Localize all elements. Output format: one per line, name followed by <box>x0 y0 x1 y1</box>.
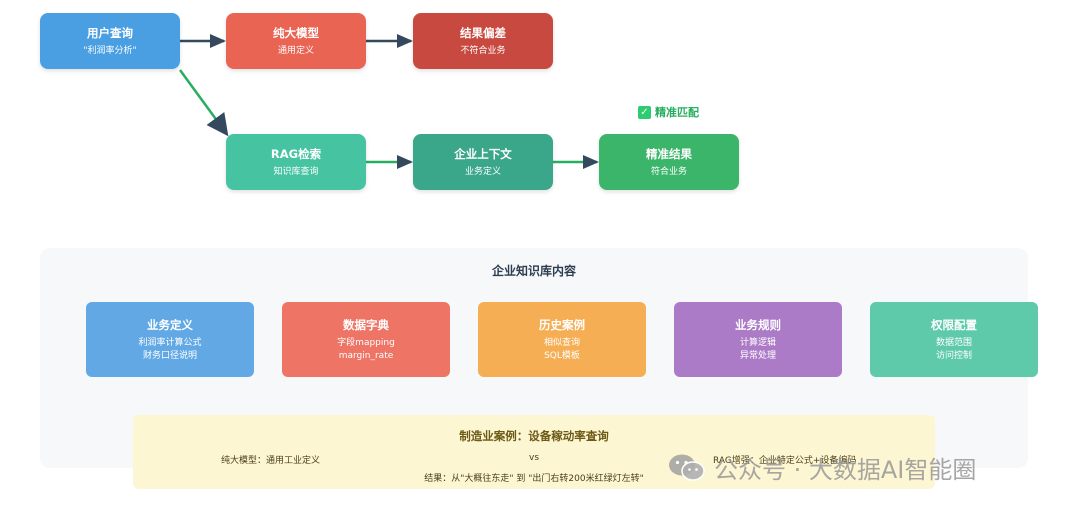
watermark: 公众号 · 大数据AI智能圈 <box>668 450 976 485</box>
kb-card-title: 数据字典 <box>343 317 389 332</box>
node-title: RAG检索 <box>270 146 322 161</box>
node-user-query: 用户查询 "利润率分析" <box>40 13 180 69</box>
case-left-text: 纯大模型：通用工业定义 <box>221 456 321 466</box>
node-subtitle: "利润率分析" <box>83 45 137 56</box>
kb-card-line: SQL模板 <box>544 350 580 361</box>
kb-card-line: 数据范围 <box>935 337 972 348</box>
kb-card-line: margin_rate <box>338 350 394 361</box>
kb-card-line: 字段mapping <box>337 337 395 348</box>
node-title: 结果偏差 <box>460 25 506 40</box>
node-title: 纯大模型 <box>273 25 319 40</box>
watermark-text: 公众号 · 大数据AI智能圈 <box>714 456 977 484</box>
kb-card-line: 计算逻辑 <box>739 337 776 348</box>
kb-card-line: 财务口径说明 <box>142 350 197 361</box>
kb-card-title: 业务规则 <box>735 317 781 332</box>
kb-card-line: 异常处理 <box>739 350 776 361</box>
case-right-text: RAG增强：企业特定公式+设备编码 <box>713 456 857 466</box>
node-precise-result: 精准结果 符合业务 <box>599 134 739 190</box>
manufacturing-case-box: 制造业案例：设备稼动率查询 纯大模型：通用工业定义 vs RAG增强：企业特定公… <box>133 415 935 489</box>
kb-card-title: 历史案例 <box>539 317 585 332</box>
case-result-text: 结果：从"大概往东走" 到 "出门右转200米红绿灯左转" <box>424 474 644 484</box>
node-title: 企业上下文 <box>454 146 512 161</box>
kb-card-data-dictionary: 数据字典 字段mapping margin_rate <box>282 302 450 377</box>
node-subtitle: 业务定义 <box>464 166 501 177</box>
knowledge-base-title: 企业知识库内容 <box>491 264 576 278</box>
node-subtitle: 知识库查询 <box>273 166 319 177</box>
kb-card-title: 业务定义 <box>147 317 193 332</box>
check-icon: ✓ <box>638 105 651 119</box>
kb-card-title: 权限配置 <box>931 317 977 332</box>
kb-card-permission-config: 权限配置 数据范围 访问控制 <box>870 302 1038 377</box>
node-subtitle: 符合业务 <box>650 166 687 177</box>
kb-card-business-rules: 业务规则 计算逻辑 异常处理 <box>674 302 842 377</box>
kb-card-line: 相似查询 <box>543 337 580 348</box>
wechat-icon <box>669 454 705 481</box>
case-vs-text: vs <box>529 453 540 463</box>
node-title: 用户查询 <box>87 25 133 40</box>
kb-card-line: 访问控制 <box>935 350 972 361</box>
node-pure-model: 纯大模型 通用定义 <box>226 13 366 69</box>
node-title: 精准结果 <box>646 146 692 161</box>
precise-match-text: 精准匹配 <box>655 106 699 119</box>
kb-card-history-cases: 历史案例 相似查询 SQL模板 <box>478 302 646 377</box>
precise-match-label: ✓ 精准匹配 <box>638 104 699 120</box>
kb-card-line: 利润率计算公式 <box>138 337 202 348</box>
arrow-query-to-rag <box>178 69 229 137</box>
case-title: 制造业案例：设备稼动率查询 <box>459 429 609 443</box>
kb-card-business-definition: 业务定义 利润率计算公式 财务口径说明 <box>86 302 254 377</box>
node-subtitle: 不符合业务 <box>460 45 506 56</box>
node-rag-retrieval: RAG检索 知识库查询 <box>226 134 366 190</box>
node-result-bias: 结果偏差 不符合业务 <box>413 13 553 69</box>
node-enterprise-context: 企业上下文 业务定义 <box>413 134 553 190</box>
node-subtitle: 通用定义 <box>277 45 314 56</box>
